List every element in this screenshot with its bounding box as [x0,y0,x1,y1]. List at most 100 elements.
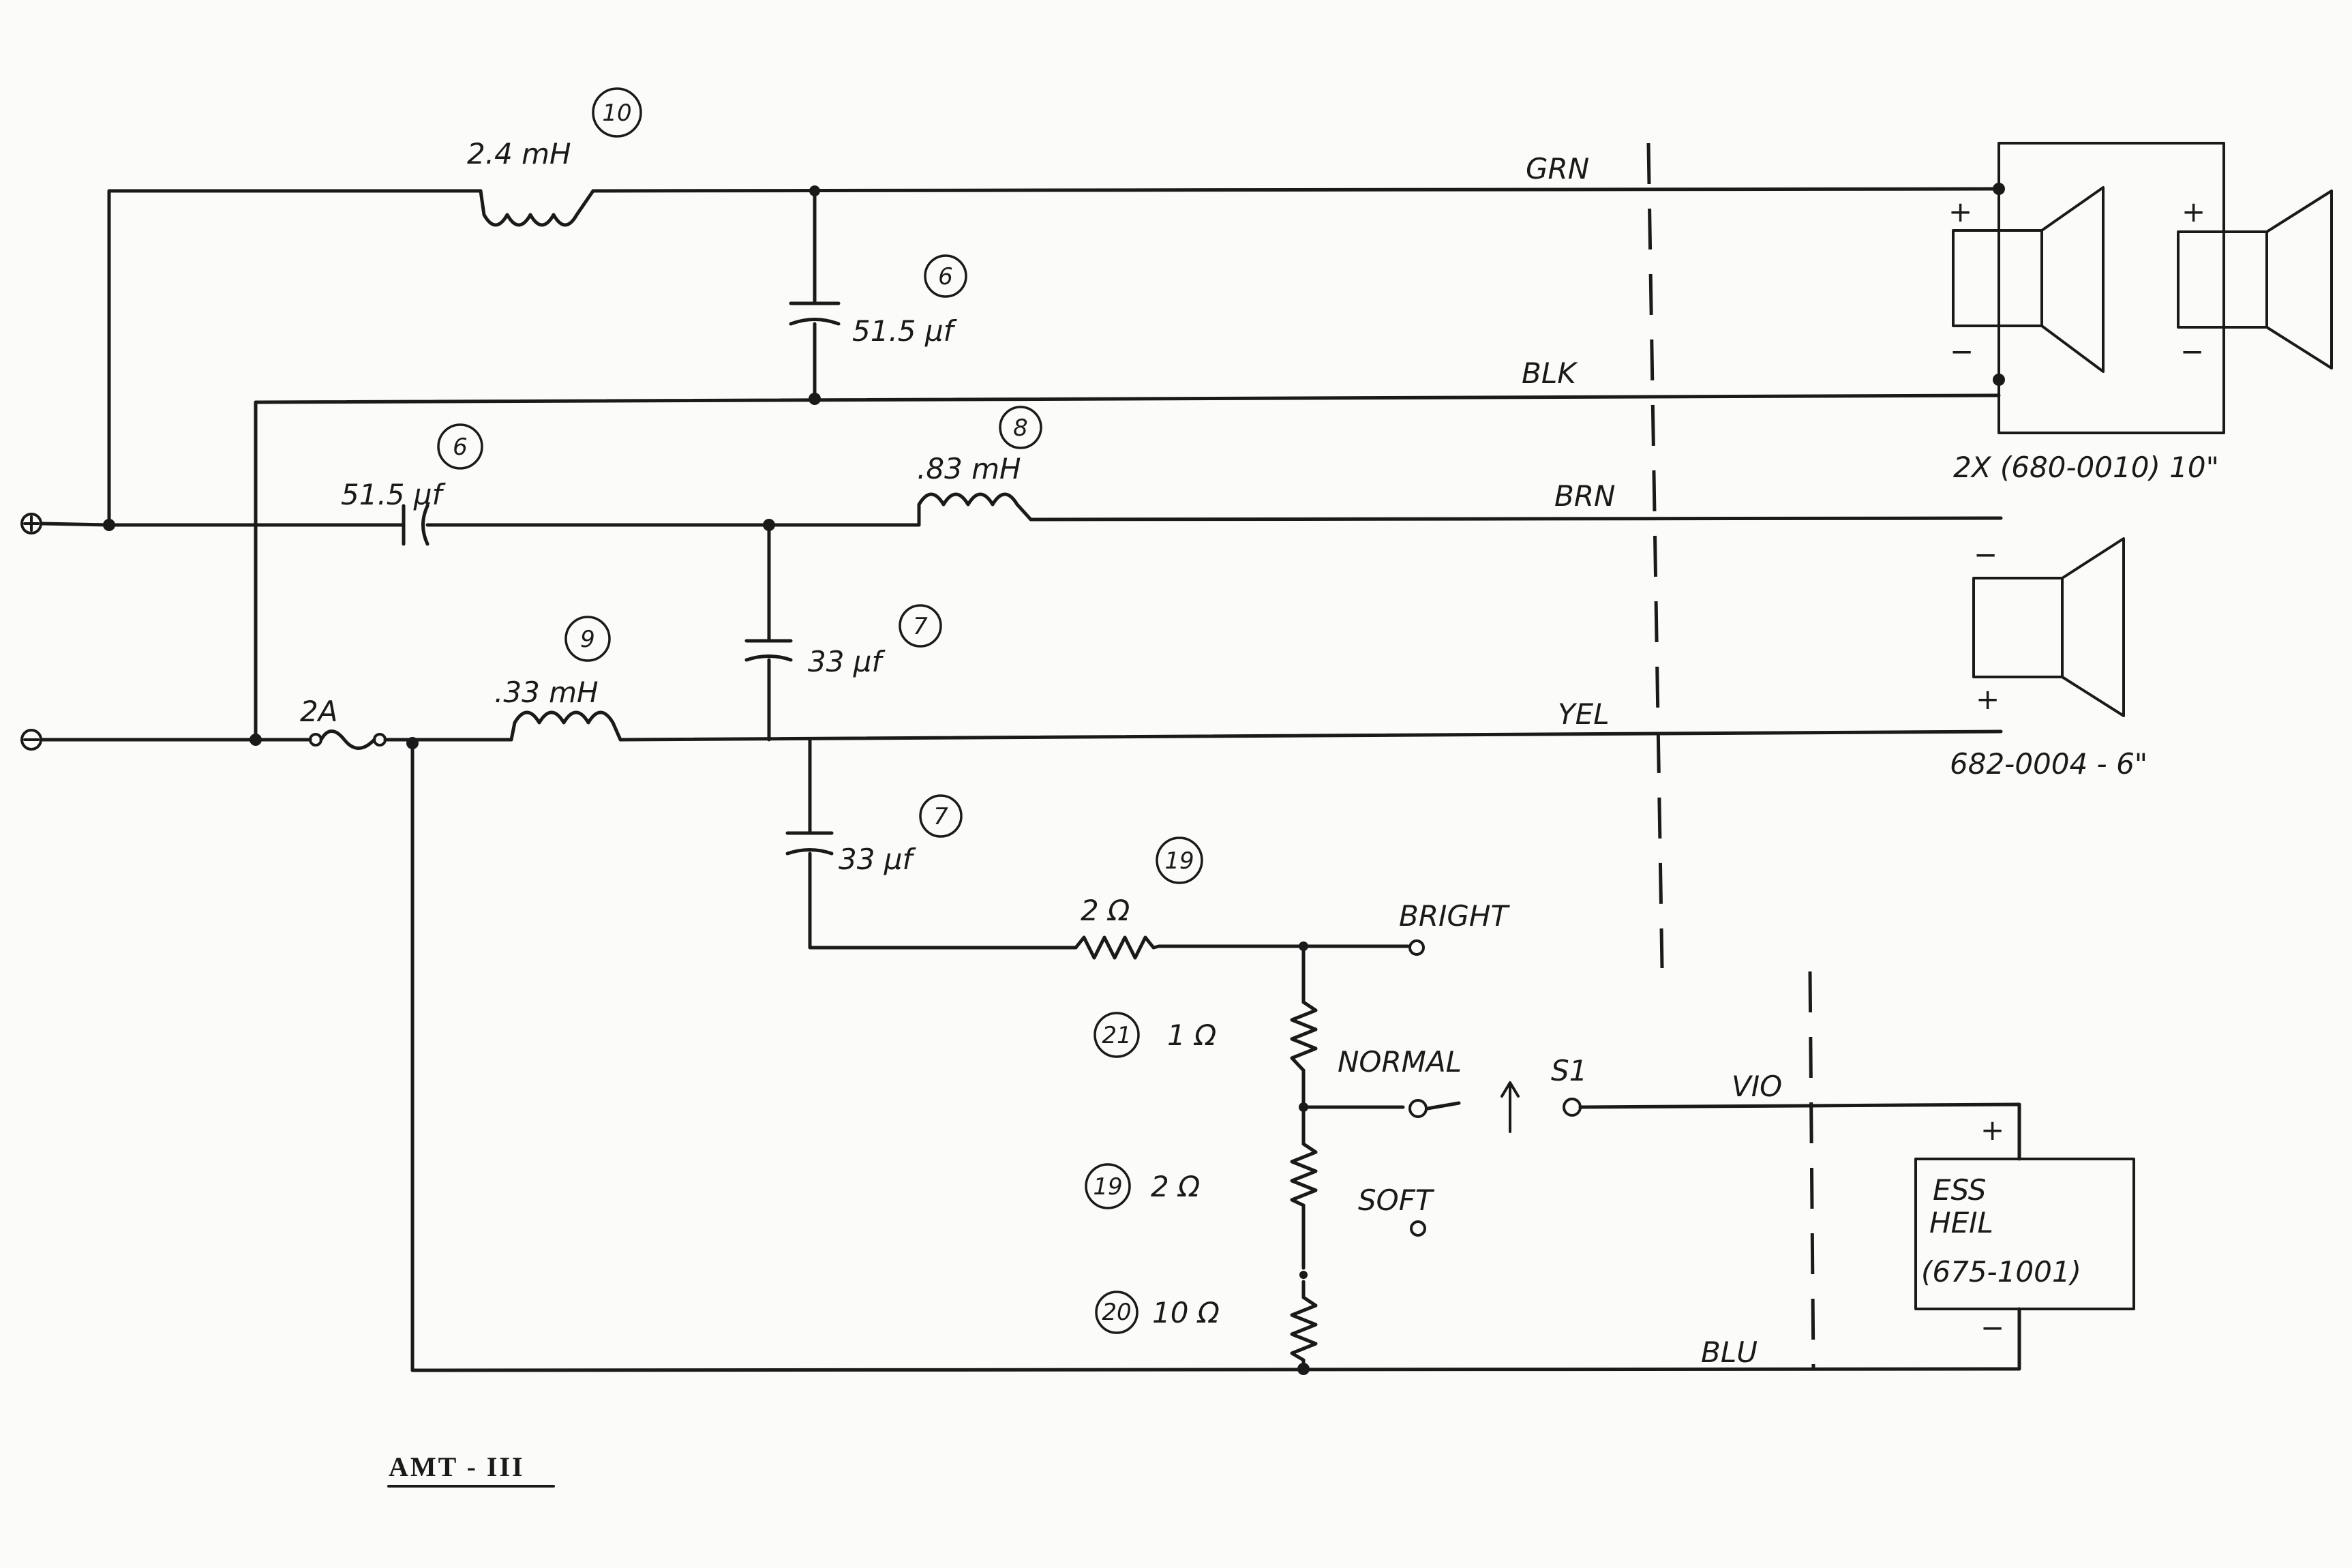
switch-direction-arrow [1501,1081,1520,1133]
tweeter-divider-vertical [1808,971,1815,1371]
resistor-19-bright [1074,935,1161,960]
switch-contact-soft[interactable] [1410,1220,1426,1237]
tweeter-minus: − [1980,1311,2004,1344]
label-10ohm: 10 Ω [1152,1296,1220,1329]
woofer-enclosure [1952,142,2333,434]
label-normal: NORMAL [1338,1045,1462,1079]
label-2ohm-soft: 2 Ω [1151,1170,1200,1203]
label-midrange-part: 682-0004 - 6" [1950,747,2147,781]
woofer-2-minus: − [2180,335,2204,368]
svg-text:19: 19 [1164,847,1194,875]
label-33uf-tweeter: 33 μf [839,843,917,876]
inductor-8-coil [917,492,1033,527]
wire-black [254,393,2001,742]
wire-ladder [1301,944,1405,1371]
svg-text:7: 7 [933,803,948,830]
label-33uf-mid: 33 μf [808,645,886,678]
callout-20: 20 [1095,1291,1139,1334]
wire-tweeter-cap [808,738,1078,950]
label-woofer-part: 2X (680-0010) 10" [1953,451,2219,484]
callout-6-woofer: 6 [924,254,967,298]
ladder-tap-dot [1299,1271,1308,1279]
label-0-33mh: .33 mH [494,676,599,709]
junction-dots [103,183,2005,1375]
callout-7-mid: 7 [899,604,942,648]
switch-common-terminal[interactable] [1563,1098,1582,1117]
switch-blade [1426,1101,1461,1111]
switch-s1[interactable] [1408,939,1582,1237]
svg-text:6: 6 [453,434,468,461]
midrange-magnet [1972,577,2064,678]
diagram-title: AMT - III [389,1451,525,1482]
callout-21: 21 [1094,1012,1140,1058]
midrange-plus: + [1976,682,2000,716]
label-2-4mh: 2.4 mH [467,137,571,170]
woofer-1-cone [2040,186,2105,373]
callout-7-tweeter: 7 [919,794,963,838]
label-51-5uf-mid: 51.5 μf [341,478,447,511]
svg-text:6: 6 [938,263,953,290]
wire-positive-riser [107,189,483,527]
svg-text:20: 20 [1102,1299,1131,1326]
fuse-2a [309,729,387,750]
label-tweeter-line2: HEIL [1929,1206,1993,1239]
wire-yellow [618,729,2003,742]
inductor-9-coil [509,710,622,742]
label-wire-blu: BLU [1701,1336,1758,1369]
svg-text:8: 8 [1013,414,1028,442]
label-s1: S1 [1551,1054,1587,1087]
label-wire-brn: BRN [1554,479,1615,513]
callout-9: 9 [564,616,611,662]
callout-19-soft: 19 [1085,1163,1131,1209]
woofer-2-magnet [2177,230,2268,329]
svg-text:7: 7 [913,613,928,640]
label-tweeter-line1: ESS [1933,1173,1986,1207]
wire-violet [1578,1102,2021,1161]
tweeter-box [1914,1158,2135,1310]
woofer-1-minus: − [1950,335,1974,368]
callout-10: 10 [592,87,642,138]
capacitor-6-mid-series [402,504,440,546]
label-0-83mh: .83 mH [917,452,1021,485]
label-2ohm-bright: 2 Ω [1081,894,1130,927]
woofer-2-plus: + [2182,195,2205,228]
svg-text:21: 21 [1102,1022,1131,1049]
label-1ohm: 1 Ω [1167,1019,1216,1052]
capacitor-6-woofer-shunt [789,301,841,326]
wire-positive-input [40,522,406,527]
resistor-20 [1290,1295,1318,1362]
wire-blue [410,744,2021,1372]
wire-green [591,187,2001,193]
wire-brown [1029,516,2003,522]
svg-text:10: 10 [602,100,631,127]
inductor-10-coil [479,189,595,227]
switch-contact-bright[interactable] [1408,939,1425,956]
capacitor-7-mid-shunt [744,639,793,662]
woofer-2-cone [2265,190,2333,370]
svg-text:9: 9 [580,626,595,653]
midrange-cone [2061,537,2125,717]
label-51-5uf-woofer: 51.5 μf [852,314,958,348]
label-wire-blk: BLK [1522,357,1578,390]
resistor-21 [1290,1000,1318,1072]
callout-8: 8 [999,406,1042,449]
callout-19-bright: 19 [1156,836,1203,884]
woofer-1-plus: + [1948,195,1972,228]
label-wire-yel: YEL [1558,697,1610,731]
label-bright: BRIGHT [1399,899,1511,933]
woofer-1-magnet [1952,229,2043,327]
callout-6-mid: 6 [437,423,483,470]
label-wire-vio: VIO [1732,1070,1782,1103]
midrange-driver [1972,537,2125,717]
negative-terminal[interactable] [20,729,42,751]
label-2a: 2A [300,695,337,728]
capacitor-7-tweeter [785,831,834,856]
midrange-minus: − [1974,538,1997,571]
label-tweeter-line3: (675-1001) [1921,1255,2081,1288]
positive-terminal[interactable] [20,513,42,534]
resistor-19-soft [1290,1142,1318,1207]
switch-contact-normal[interactable] [1408,1099,1428,1118]
svg-text:19: 19 [1093,1173,1122,1201]
label-soft: SOFT [1358,1183,1435,1217]
